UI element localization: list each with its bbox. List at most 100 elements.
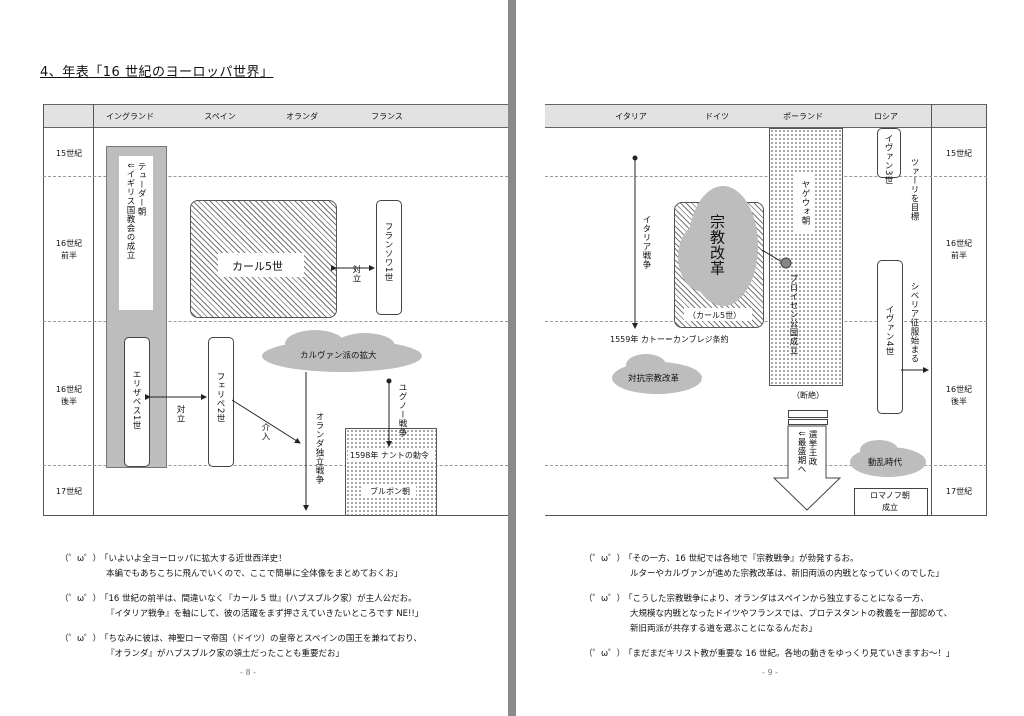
era-15c: 15世紀 [55,149,83,158]
page-title: 4、年表「16 世紀のヨーロッパ世界」 [40,65,274,80]
karl-label: （カール5世） [688,311,742,320]
dialog-line: 「ちなみに彼は、神聖ローマ帝国（ドイツ）の皇帝とスペインの国王を兼ねており、 [100,634,422,644]
dialog-line: 『オランダ』がハプスブルク家の領土だったことも重要だお」 [106,649,345,659]
dialog-line: 「いよいよ全ヨーロッパに拡大する近世西洋史！ [100,554,287,564]
counter-label: 対抗宗教改革 [628,374,680,384]
page-right: イタリア ドイツ ポーランド ロシア 15世紀 16世紀 前半 16世紀 後半 … [516,0,1024,716]
italy-war-label: イタリア戦争 [641,215,651,269]
col-germany: ドイツ [705,112,729,121]
col-poland: ポーランド [783,112,823,121]
siberia-label: シベリア征服始まる [909,282,919,363]
bourbon-label: ブルボン朝 [370,487,410,496]
col-england: イングランド [106,112,154,121]
jagiellon-region [769,128,843,386]
dutch-war-label: オランダ独立戦争 [314,412,324,484]
page-number: - 9 - [762,668,778,677]
reformation-cloud [678,222,730,292]
grid-line [43,176,508,177]
grid-bottom [545,515,987,516]
dialog-face: （゜ω゜） [584,554,626,564]
col-france: フランス [371,112,403,121]
ivan3-label: イヴァン3世 [883,134,893,185]
grid-line [545,465,987,466]
nantes-label: 1598年 ナントの勅令 [350,451,429,460]
ivan4-label: イヴァン4世 [884,305,894,356]
dialog-face: （゜ω゜） [60,594,102,604]
romanov-box [854,488,928,516]
dialog-line: 「まだまだキリスト教が重要な 16 世紀。各地の動きをゆっくり見ていきますお～！… [624,649,955,659]
troubles-label: 動乱時代 [868,458,903,468]
yagiello-box [795,174,813,232]
dialog-face: （゜ω゜） [60,634,102,644]
grid-line [545,321,987,322]
grid-left-border [43,104,44,516]
felipe-label: フェリペ2世 [215,372,225,423]
grid-line [43,321,508,322]
dialog-line: ルターやカルヴァンが進めた宗教改革は、新旧両派の内戦となっていくのでした」 [630,569,944,579]
karl-label-box [684,308,752,321]
counter-cloud [626,354,666,376]
col-italy: イタリア [615,112,647,121]
dialog-line: 「こうした宗教戦争により、オランダはスペインから独立することになる一方、 [624,594,929,604]
elective-bar [788,410,828,418]
elective-arrow [772,425,842,511]
huguenot-war-label: ユグノー戦争 [397,383,407,437]
column-header-bar [545,104,987,128]
tudor-label-box [119,156,153,310]
elective-label: 選挙王政 ⇓最盛期へ [796,430,817,474]
col-russia: ロシア [874,112,898,121]
dialog-line: 大規模な内戦となったドイツやフランスでは、プロテスタントの教義を一部認めて、 [630,609,953,619]
dialog-line: 「その一方、16 世紀では各地で『宗教戦争』が勃発するお。 [624,554,859,564]
francois-label: フランソワ1世 [383,222,393,282]
tudor-label: テューダー朝 ⇓イギリス国教会の成立 [125,162,146,260]
column-header-bar [43,104,508,128]
era-17c: 17世紀 [945,487,973,496]
ivan3-box [877,128,901,178]
grid-era-divider [931,104,932,516]
dialog-line: 新旧両派が共存する道を選ぶことになるんだお」 [630,624,818,634]
dialog-face: （゜ω゜） [60,554,102,564]
grid-bottom [43,515,508,516]
era-16c-second: 16世紀 後半 [55,385,83,406]
page-left: 4、年表「16 世紀のヨーロッパ世界」 イングランド スペイン オランダ フラン… [0,0,508,716]
dangetsu-label: （断絶） [792,391,824,400]
taiiritsu-2: 対立 [175,405,185,423]
calvin-cloud [335,333,395,359]
taiiritsu-1: 対立 [351,265,361,283]
era-16c-first: 16世紀 前半 [945,239,973,260]
era-16c-first: 16世紀 前半 [55,239,83,260]
dialog-line: 『イタリア戦争』を軸にして、彼の活躍をまず押さえていきたいところです NE!!」 [106,609,424,619]
nantes-box [348,448,434,462]
francois-box [376,200,402,315]
reformation-label: 宗教改革 [708,214,726,276]
era-17c: 17世紀 [55,487,83,496]
grid-line [43,465,508,466]
karl-v-label: カール5世 [232,260,283,273]
col-netherlands: オランダ [286,112,318,121]
elizabeth-label: エリザベス1世 [131,370,141,430]
left-arrows [145,265,392,511]
page-number: - 8 - [240,668,256,677]
dialog-line: 本編でもあちこちに飛んでいくので、ここで簡単に全体像をまとめておくお」 [106,569,403,579]
cateau-label: 1559年 カトー＝カンブレジ条約 [610,335,729,344]
karl-v-label-box [218,253,304,277]
col-spain: スペイン [204,112,236,121]
prussia-label: プロイセン公国成立 [788,274,798,355]
elizabeth-box [124,337,150,467]
dialog-line: 「16 世紀の前半は、間違いなく『カール 5 世』(ハプスブルク家）が主人公だお… [100,594,417,604]
grid-line [545,176,987,177]
era-15c: 15世紀 [945,149,973,158]
right-arrows [632,155,929,373]
tsar-goal-label: ツァーリを目標 [909,158,919,221]
elective-bar [788,419,828,425]
dialog-face: （゜ω゜） [584,649,626,659]
dialog-face: （゜ω゜） [584,594,626,604]
yagiello-label: ヤゲウォ朝 [800,180,810,225]
romanov-label: ロマノフ朝 成立 [870,491,910,512]
ivan4-box [877,260,903,414]
grid-right-border [986,104,987,516]
kainyu-label: 介入 [260,423,270,441]
troubles-cloud [860,440,898,460]
bourbon-box [362,484,416,498]
felipe-box [208,337,234,467]
